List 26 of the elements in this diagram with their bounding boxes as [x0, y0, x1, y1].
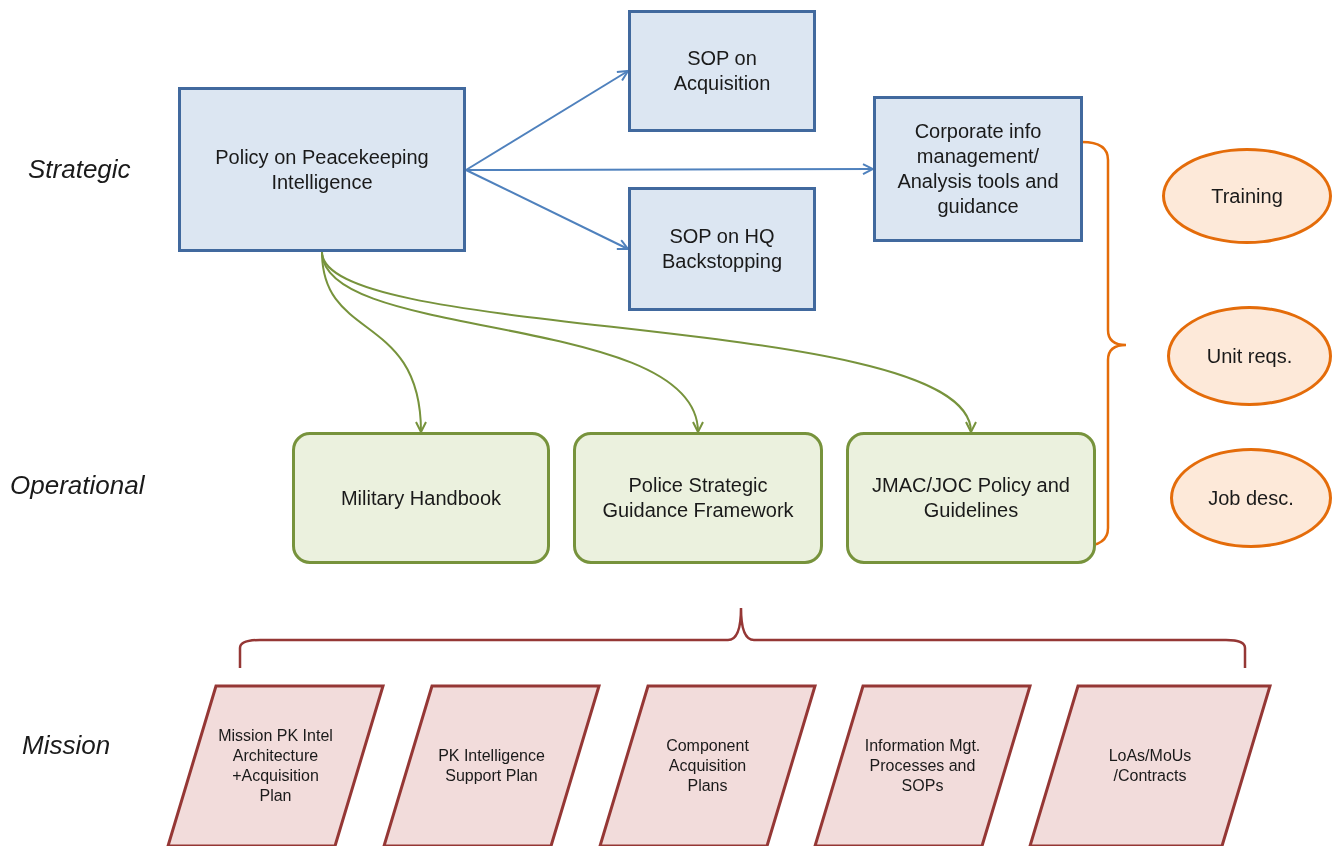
rounded-box: [292, 432, 550, 564]
node-label: Police Strategic Guidance Framework: [601, 473, 795, 523]
node-label: Corporate info management/ Analysis tools and guidance: [896, 119, 1060, 219]
node-label: PK Intelligence Support Plan: [437, 746, 546, 786]
process-box: [178, 87, 466, 252]
node-label: Mission PK Intel Architecture +Acquisition Plan: [217, 726, 334, 806]
rounded-box: [573, 432, 823, 564]
level-label: Mission: [22, 729, 111, 762]
node-label: Policy on Peacekeeping Intelligence: [214, 144, 430, 195]
level-label: Operational: [10, 469, 145, 502]
node-label: Job desc.: [1208, 485, 1294, 511]
node-label: SOP on Acquisition: [672, 46, 772, 96]
node-label: JMAC/JOC Policy and Guidelines: [871, 473, 1071, 523]
node-label: LoAs/MoUs /Contracts: [1107, 746, 1193, 786]
node-label: Information Mgt. Processes and SOPs: [863, 736, 982, 796]
level-label: Strategic: [28, 153, 131, 186]
node-label: Training: [1211, 183, 1283, 209]
arrow: [465, 169, 629, 251]
process-box: [628, 10, 816, 132]
process-box: [873, 96, 1083, 242]
node-label: Unit reqs.: [1206, 343, 1293, 369]
node-label: Military Handbook: [340, 485, 502, 511]
node-label: Component Acquisition Plans: [665, 736, 750, 796]
arrow: [465, 70, 629, 171]
rounded-box: [846, 432, 1096, 564]
arrow: [465, 163, 874, 175]
